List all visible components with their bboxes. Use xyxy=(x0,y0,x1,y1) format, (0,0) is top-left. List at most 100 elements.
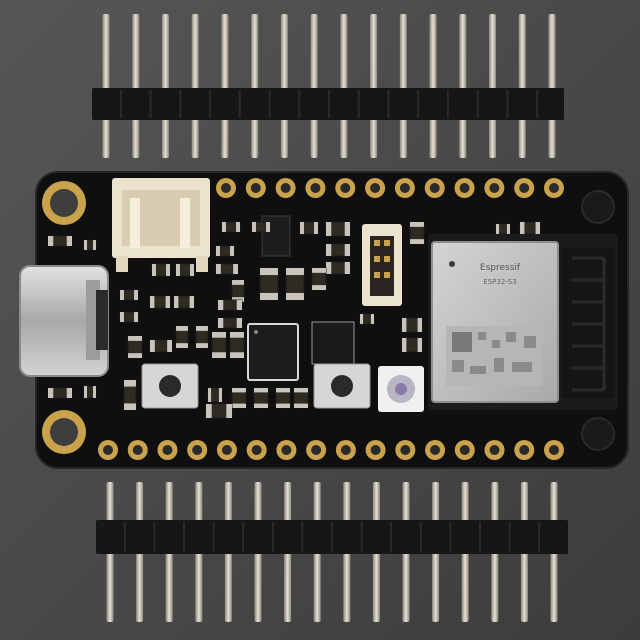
smd-component xyxy=(123,379,137,411)
mounting-hole xyxy=(581,417,615,451)
header-notch xyxy=(209,90,212,118)
solder-pad xyxy=(98,440,118,460)
solder-pad xyxy=(514,178,535,198)
smd-component xyxy=(519,221,541,235)
header-pin xyxy=(161,14,169,158)
smd-component xyxy=(293,387,309,409)
smd-component xyxy=(149,339,173,353)
smd-component xyxy=(83,239,97,251)
header-pin xyxy=(429,14,437,158)
header-notch xyxy=(476,90,479,118)
solder-pad xyxy=(395,440,416,460)
header-notch xyxy=(357,90,360,118)
pcb-board: Espressif ESP32-S3 xyxy=(19,171,629,469)
solder-pad xyxy=(514,440,535,460)
solder-pad xyxy=(454,440,475,460)
header-notch xyxy=(419,522,422,552)
smd-component xyxy=(211,331,227,359)
solder-pad xyxy=(544,178,564,198)
header-pin xyxy=(489,14,497,158)
bottom-header-notches xyxy=(123,522,541,552)
header-notch xyxy=(506,90,509,118)
solder-pad xyxy=(216,178,236,198)
smd-component xyxy=(175,263,195,277)
solder-pad xyxy=(305,178,326,198)
header-notch xyxy=(390,522,393,552)
header-notch xyxy=(271,522,274,552)
smd-component xyxy=(325,243,351,257)
solder-pad xyxy=(394,178,415,198)
passive-components xyxy=(47,221,541,419)
header-pin xyxy=(102,14,110,158)
header-pin xyxy=(191,14,199,158)
smd-component xyxy=(119,311,139,323)
solder-pad xyxy=(275,178,296,198)
smd-component xyxy=(83,385,97,399)
header-notch xyxy=(123,522,126,552)
qr-code-mark xyxy=(446,326,542,386)
mcu-chip xyxy=(247,323,299,381)
header-notch xyxy=(479,522,481,552)
header-notch xyxy=(446,90,449,118)
solder-pad xyxy=(276,440,297,460)
header-notch xyxy=(328,90,330,118)
smd-component xyxy=(325,261,351,275)
mounting-hole xyxy=(42,181,86,225)
smd-component xyxy=(175,325,189,349)
header-notch xyxy=(242,522,245,552)
header-notch xyxy=(387,90,390,118)
smd-component xyxy=(215,245,235,257)
solder-pad xyxy=(306,440,327,460)
solder-pad xyxy=(484,178,505,198)
solder-pad xyxy=(187,440,208,460)
antenna-area xyxy=(562,248,614,398)
smd-component xyxy=(495,223,511,235)
module-brand-text: Espressif xyxy=(480,263,521,273)
solder-pad xyxy=(157,440,178,460)
wifi-module: Espressif ESP32-S3 xyxy=(428,234,618,410)
solder-pad xyxy=(245,178,266,198)
header-notch xyxy=(153,522,156,552)
header-pin xyxy=(370,14,378,158)
header-pin xyxy=(251,14,259,158)
smd-component xyxy=(401,337,423,353)
header-notch xyxy=(119,90,122,118)
smd-component xyxy=(149,295,171,309)
stemma-qt-connector xyxy=(362,224,402,306)
top-header-notches xyxy=(119,90,539,118)
header-notch xyxy=(268,90,271,118)
header-notch xyxy=(538,522,541,552)
header-pin xyxy=(459,14,467,158)
header-pin xyxy=(132,14,140,158)
solder-pad xyxy=(454,178,475,198)
smd-component xyxy=(251,221,271,233)
header-pin xyxy=(399,14,407,158)
solder-pad xyxy=(246,440,267,460)
header-notch xyxy=(183,522,185,552)
smd-component xyxy=(275,387,291,409)
smd-component xyxy=(207,387,223,403)
reset-button xyxy=(141,363,199,409)
header-notch xyxy=(238,90,241,118)
smd-component xyxy=(221,221,241,233)
header-notch xyxy=(298,90,301,118)
mounting-hole xyxy=(581,190,615,224)
smd-component xyxy=(127,335,143,359)
usb-c-port xyxy=(19,265,109,377)
header-notch xyxy=(508,522,511,552)
smd-component xyxy=(285,267,305,301)
solder-pad xyxy=(544,440,564,460)
smd-component xyxy=(299,221,319,235)
smd-component xyxy=(119,289,139,301)
header-notch xyxy=(149,90,152,118)
smd-component xyxy=(359,313,375,325)
smd-component xyxy=(217,299,243,311)
battery-connector xyxy=(112,178,210,272)
smd-component xyxy=(325,221,351,237)
smd-component xyxy=(205,403,233,419)
solder-pad xyxy=(484,440,505,460)
smd-component xyxy=(409,221,425,245)
header-notch xyxy=(179,90,182,118)
smd-component xyxy=(401,317,423,333)
header-pin xyxy=(340,14,348,158)
